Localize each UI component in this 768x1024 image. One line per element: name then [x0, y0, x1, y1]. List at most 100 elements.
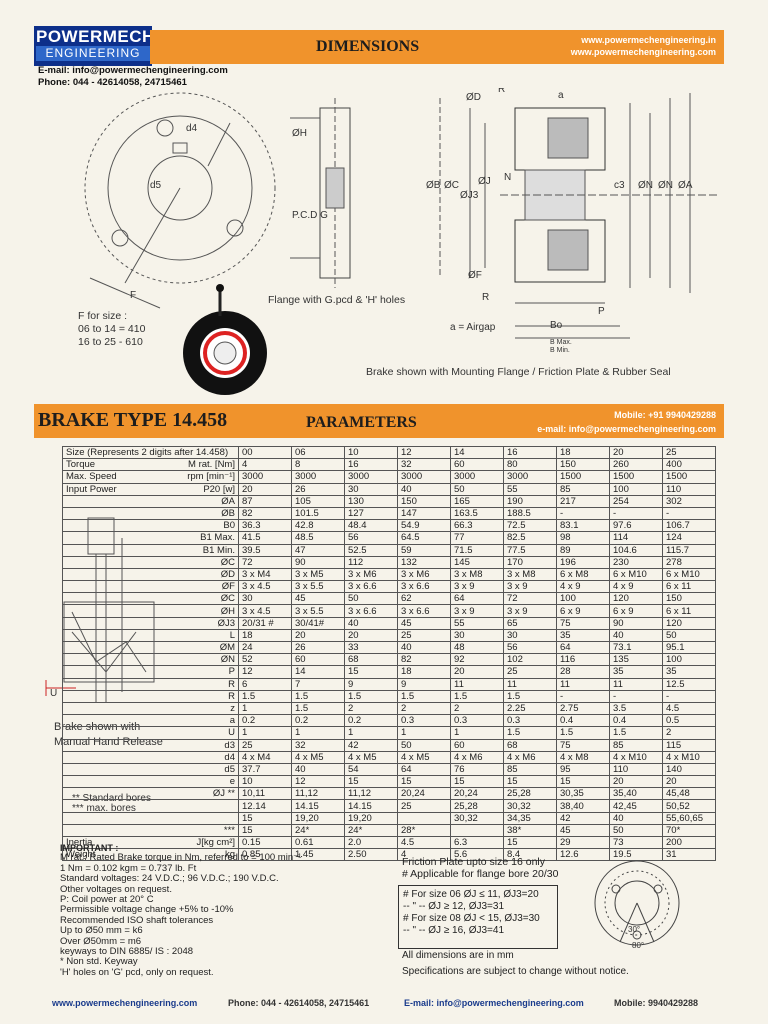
value-cell: 85 [556, 482, 610, 496]
value-cell: 25 [238, 738, 292, 752]
footer-email[interactable]: E-mail: info@powermechengineering.com [404, 998, 584, 1008]
value-cell: 2.25 [503, 701, 557, 716]
value-cell: 0.3 [503, 714, 557, 728]
value-cell: 95 [556, 762, 610, 777]
value-cell: 112 [344, 555, 398, 569]
brand-subname: ENGINEERING [36, 46, 150, 61]
value-cell: 28 [556, 665, 610, 679]
header-email[interactable]: E-mail: info@powermechengineering.com [38, 65, 228, 76]
row-symbol: ØC [152, 555, 239, 569]
website-com[interactable]: www.powermechengineering.com [570, 47, 716, 57]
important-line: Other voltages on request. [60, 883, 172, 895]
row-label [61, 567, 153, 582]
value-cell: 12.5 [662, 677, 716, 691]
value-cell: 26 [291, 482, 345, 496]
value-cell: 1.5 [450, 689, 504, 703]
important-line: Standard voltages: 24 V.D.C.; 96 V.D.C.;… [60, 873, 279, 885]
label-of: ØF [468, 270, 482, 281]
value-cell: 1500 [556, 470, 610, 484]
value-cell: 0.5 [662, 714, 716, 728]
row-label: Weight [61, 848, 153, 862]
label-oa: ØA [678, 180, 693, 191]
value-cell: 42,45 [609, 799, 663, 813]
size-cell: 18 [556, 445, 610, 460]
value-cell: 85 [503, 762, 557, 777]
value-cell: 35,40 [609, 787, 663, 801]
value-cell: 85 [609, 738, 663, 752]
value-cell: 1.5 [609, 726, 663, 740]
row-label [61, 543, 153, 557]
value-cell: 100 [662, 653, 716, 667]
value-cell: 30/41# [291, 616, 345, 630]
value-cell: 3000 [450, 470, 504, 484]
row-label: Max. Speed [61, 470, 153, 484]
parameters-email[interactable]: e-mail: info@powermechengineering.com [537, 424, 716, 434]
row-label [61, 738, 153, 752]
website-in[interactable]: www.powermechengineering.in [581, 35, 716, 45]
value-cell: 1.5 [556, 726, 610, 740]
footer-website[interactable]: www.powermechengineering.com [52, 998, 198, 1008]
value-cell: 12 [291, 775, 345, 789]
value-cell: 52.5 [344, 543, 398, 557]
value-cell: 41.5 [238, 531, 292, 545]
value-cell: 48 [450, 640, 504, 655]
label-n: N [504, 172, 511, 183]
value-cell: 25 [397, 628, 451, 643]
value-cell: 71.5 [450, 543, 504, 557]
value-cell: 82.5 [503, 531, 557, 545]
row-symbol: ØF [152, 580, 239, 594]
label-pcd: P.C.D G [292, 210, 328, 221]
value-cell: 20 [291, 628, 345, 643]
value-cell: 1 [450, 726, 504, 740]
value-cell: 38* [503, 823, 557, 838]
value-cell: - [662, 689, 716, 703]
value-cell: 28* [397, 823, 451, 838]
value-cell: 97.6 [609, 519, 663, 533]
value-cell: 54 [344, 762, 398, 777]
value-cell: 132 [397, 555, 451, 569]
value-cell: 55 [503, 482, 557, 496]
value-cell: 6 x M8 [556, 567, 610, 582]
value-cell: 4 x M5 [344, 750, 398, 764]
value-cell: 24* [291, 823, 345, 838]
value-cell: 4 x M5 [291, 750, 345, 764]
value-cell: 8.4 [503, 848, 557, 862]
value-cell: 40 [609, 628, 663, 643]
value-cell: 278 [662, 555, 716, 569]
row-symbol: *** [152, 823, 239, 838]
value-cell: 68 [503, 738, 557, 752]
value-cell: 3 x M6 [344, 567, 398, 582]
row-label [61, 506, 153, 521]
value-cell: - [609, 689, 663, 703]
value-cell: 95.1 [662, 640, 716, 655]
row-symbol: U [152, 726, 239, 740]
row-label [61, 701, 153, 716]
value-cell: 4.5 [397, 835, 451, 850]
value-cell: 10 [238, 775, 292, 789]
friction-subtitle: # Applicable for flange bore 20/30 [402, 868, 559, 880]
row-symbol: M rat. [Nm] [152, 458, 239, 472]
value-cell: 70* [662, 823, 716, 838]
parameters-title: PARAMETERS [306, 414, 417, 431]
value-cell: 32 [291, 738, 345, 752]
row-symbol: L [152, 628, 239, 643]
value-cell: 163.5 [450, 506, 504, 521]
important-line: P: Coil power at 20° C [60, 894, 154, 906]
value-cell: 42.8 [291, 519, 345, 533]
value-cell: 106.7 [662, 519, 716, 533]
value-cell: 100 [556, 592, 610, 606]
row-label: Input Power [61, 482, 153, 496]
value-cell: 68 [344, 653, 398, 667]
value-cell: 188.5 [503, 506, 557, 521]
size-header-cell: Size (Represents 2 digits after 14.458) [62, 445, 239, 460]
label-r: R [498, 88, 505, 95]
value-cell: 75 [556, 738, 610, 752]
row-symbol: ØC [152, 592, 239, 606]
value-cell: 89 [556, 543, 610, 557]
value-cell: 110 [662, 482, 716, 496]
